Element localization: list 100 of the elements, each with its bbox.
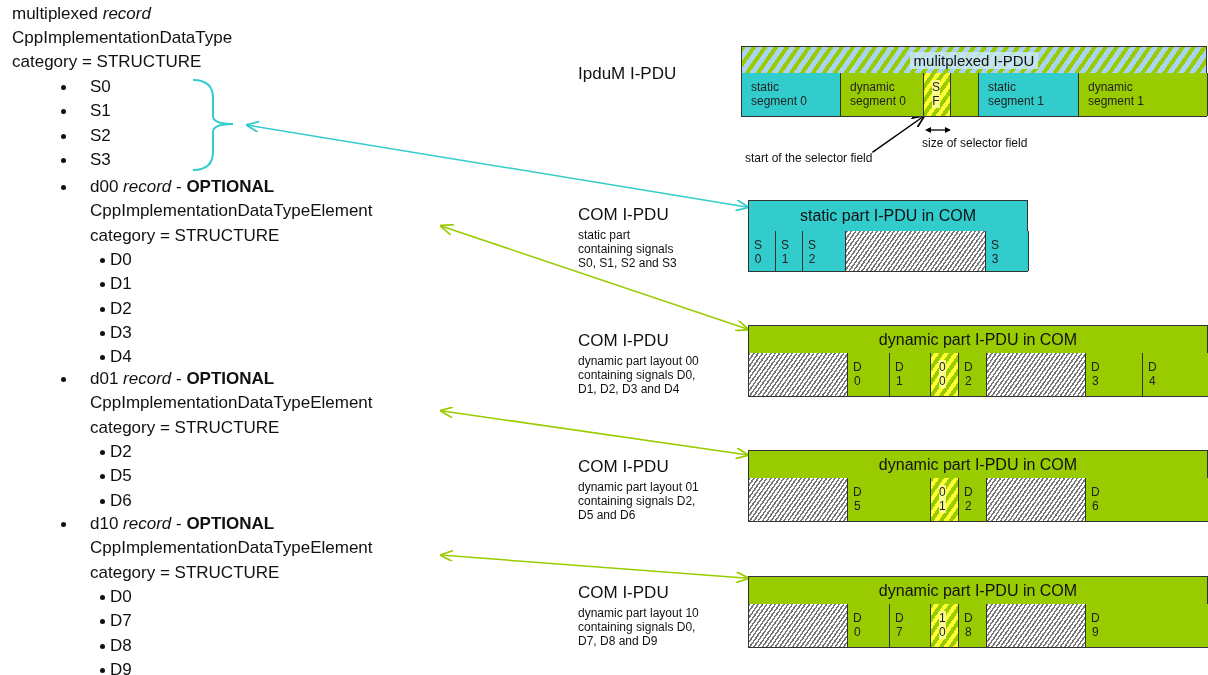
signal-item: S3 [90, 148, 111, 171]
segment-label: 0 1 [939, 485, 946, 513]
record-heading: d00 record - OPTIONAL [90, 176, 275, 198]
pdu-frame [748, 450, 1208, 522]
unused-hatched-area [749, 353, 848, 396]
signal-item: S0 [90, 76, 111, 98]
segment-field [890, 353, 931, 396]
segment-label: D 2 [964, 360, 973, 388]
segment-label: D 6 [1091, 485, 1100, 513]
pdu-caption: COM I-PDU [578, 331, 669, 351]
segment-field [1086, 478, 1208, 521]
pdu-title: static part I-PDU in COM [800, 207, 976, 225]
pdu-description: static part containing signals S0, S1, S2 and S3 [578, 228, 678, 270]
unused-hatched-area [987, 353, 1086, 396]
segment-label: D 0 [853, 611, 862, 639]
signal-item: D5 [110, 465, 132, 488]
signal-item: D0 [110, 248, 132, 271]
type-name: CppImplementationDataType [12, 28, 233, 48]
pdu-title: mulitplexed I-PDU [909, 51, 1039, 69]
segment-field [1086, 604, 1208, 647]
segment-field [986, 231, 1029, 271]
segment-field [1079, 73, 1208, 116]
segment-field [890, 604, 931, 647]
segment-label: S 3 [991, 238, 999, 266]
signal-item: D3 [110, 321, 132, 344]
segment-field [848, 478, 931, 521]
unused-hatched-area [987, 478, 1086, 521]
signal-item: S1 [90, 100, 111, 123]
pdu-frame [748, 325, 1208, 397]
segment-field [1143, 353, 1208, 396]
unused-hatched-area [987, 604, 1086, 647]
category-text: category = STRUCTURE [12, 52, 202, 72]
segment-label: D 1 [895, 360, 904, 388]
segment-field [848, 353, 890, 396]
segment-label: static segment 0 [751, 80, 809, 108]
category-text: category = STRUCTURE [90, 561, 280, 584]
pdu-caption: COM I-PDU [578, 583, 669, 603]
pdu-caption: COM I-PDU [578, 457, 669, 477]
signal-item: D6 [110, 489, 132, 512]
pdu-description: dynamic part layout 10 containing signals D0, D7, D8 and D9 [578, 606, 700, 648]
segment-label: D 5 [853, 485, 862, 513]
unused-hatched-area [846, 231, 986, 271]
segment-field [931, 604, 959, 647]
segment-field [1086, 353, 1143, 396]
segment-label: D 7 [895, 611, 904, 639]
arrow [439, 406, 750, 460]
segment-label: static segment 1 [988, 80, 1046, 108]
unused-hatched-area [749, 478, 848, 521]
segment-label: S 1 [781, 238, 789, 266]
segment-label: S 2 [808, 238, 816, 266]
segment-label: 0 0 [939, 360, 946, 388]
segment-label: D 0 [853, 360, 862, 388]
callout-text: start of the selector field [745, 151, 873, 165]
category-text: category = STRUCTURE [90, 416, 280, 439]
signal-item: D9 [110, 658, 132, 675]
segment-label: D 3 [1091, 360, 1100, 388]
signal-item: D1 [110, 273, 132, 296]
segment-label: S F [932, 80, 940, 108]
signal-item: D2 [110, 440, 132, 463]
record-heading: d01 record - OPTIONAL [90, 368, 275, 390]
record-heading: d10 record - OPTIONAL [90, 513, 275, 535]
segment-label: 1 0 [939, 611, 946, 639]
arrow [439, 223, 750, 332]
segment-label: D 9 [1091, 611, 1100, 639]
segment-label: S 0 [754, 238, 762, 266]
unused-hatched-area [749, 604, 848, 647]
pdu-caption: COM I-PDU [578, 205, 669, 225]
type-heading: multiplexed record [12, 4, 151, 24]
segment-label: dynamic segment 0 [850, 80, 908, 108]
segment-field [776, 231, 803, 271]
signal-item: D4 [110, 346, 132, 369]
pdu-description: dynamic part layout 01 containing signals D2, D5 and D6 [578, 480, 700, 522]
arrow [439, 549, 750, 584]
segment-field [931, 353, 959, 396]
segment-field [931, 478, 959, 521]
signal-item: D2 [110, 297, 132, 320]
segment-field [959, 478, 987, 521]
element-type-name: CppImplementationDataTypeElement [90, 200, 373, 223]
category-text: category = STRUCTURE [90, 224, 280, 247]
arrow [245, 120, 750, 212]
pdu-description: dynamic part layout 00 containing signals D0, D1, D2, D3 and D4 [578, 354, 700, 396]
signal-item: S2 [90, 124, 111, 147]
segment-label: D 4 [1148, 360, 1157, 388]
segment-field [924, 73, 951, 116]
pdu-caption: IpduM I-PDU [578, 64, 677, 84]
element-type-name: CppImplementationDataTypeElement [90, 537, 373, 560]
pdu-title: dynamic part I-PDU in COM [878, 581, 1078, 600]
segment-field [959, 353, 987, 396]
segment-field [951, 73, 979, 116]
pdu-frame [748, 200, 1028, 272]
segment-label: dynamic segment 1 [1088, 80, 1146, 108]
signal-item: D8 [110, 634, 132, 657]
segment-field [979, 73, 1079, 116]
element-type-name: CppImplementationDataTypeElement [90, 392, 373, 415]
pdu-title: dynamic part I-PDU in COM [878, 330, 1078, 349]
segment-field [749, 231, 776, 271]
pdu-frame [748, 576, 1208, 648]
segment-field [841, 73, 924, 116]
segment-label: D 8 [964, 611, 973, 639]
segment-field [742, 73, 841, 116]
